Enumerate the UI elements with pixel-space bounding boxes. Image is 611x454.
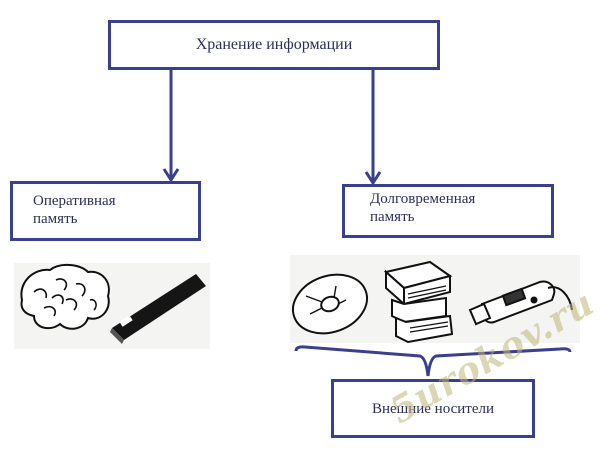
storage-box: Хранение информации [108,20,440,70]
arrowhead-longterm [364,171,382,186]
ram-label-line2: память [33,211,78,227]
arrowhead-ram [162,168,180,183]
usb-flash-drive-icon [468,280,573,326]
longterm-label-line2: память [370,209,415,225]
external-media-label: Внешние носители [371,400,494,417]
memory-module-icon [110,274,206,344]
books-icon [383,260,454,344]
storage-label: Хранение информации [195,36,353,53]
cd-disc-icon [292,273,368,335]
longterm-box: Долговременная память [342,184,554,238]
media-brace [294,345,572,377]
longterm-label-line1: Долговременная [370,191,476,207]
ram-box: Оперативная память [10,181,201,241]
brain-icon [20,264,110,330]
ram-label-line1: Оперативная [33,193,116,209]
external-media-box: Внешние носители [331,379,535,438]
